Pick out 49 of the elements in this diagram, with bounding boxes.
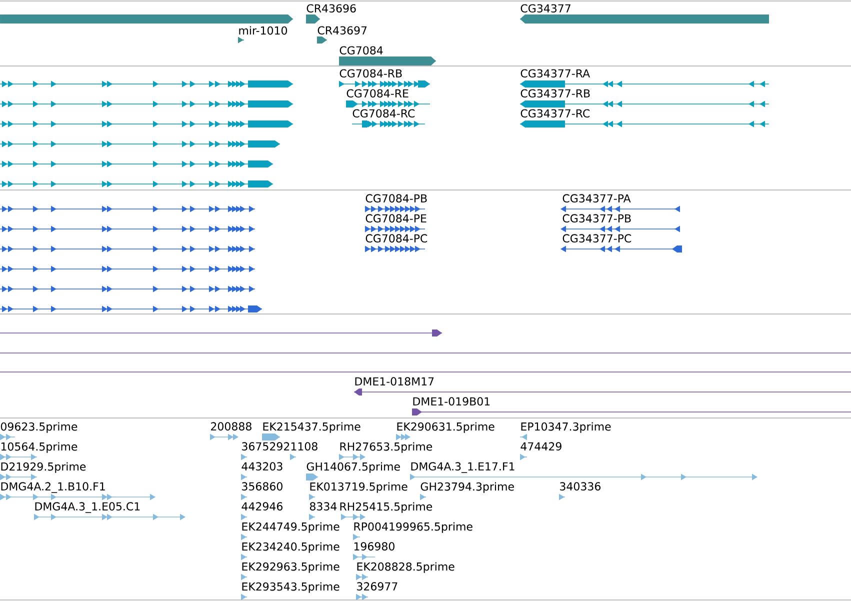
feature-label: EK013719.5prime: [310, 482, 408, 493]
feature-label: CG7084-RE: [346, 89, 408, 98]
feature-label: 326977: [357, 582, 398, 590]
feature-label: 196980: [354, 542, 394, 550]
feature-label: CG7084-PB: [366, 194, 427, 203]
feature-label: GH14067.5prime: [306, 462, 400, 473]
feature-label: CG34377-PB: [562, 214, 631, 223]
feature-label: 442946: [242, 502, 282, 510]
feature-label: EP10347.3prime: [521, 422, 611, 433]
feature-label: CG34377-PC: [562, 234, 632, 243]
feature-label: RH27653.5prime: [340, 442, 432, 453]
feature-label: 474429: [520, 442, 562, 451]
feature-label: CR43696: [306, 4, 356, 13]
feature-label: EK208828.5prime: [357, 562, 454, 573]
feature-label: CG34377: [520, 4, 570, 13]
feature-label: CG7084-RC: [352, 109, 415, 118]
feature-label: EK215437.5prime: [263, 422, 360, 433]
feature-label: CG7084: [340, 46, 383, 55]
feature-label: CG7084-RB: [340, 69, 402, 78]
feature-label: D21929.5prime: [1, 462, 86, 473]
feature-label: 8334: [310, 502, 337, 510]
feature-label: DME1-019B01: [413, 397, 490, 406]
feature-label: CR43697: [318, 26, 367, 35]
feature-label: 09623.5prime: [0, 422, 78, 433]
feature-label: CG7084-PC: [366, 234, 428, 243]
feature-label: DME1-018M17: [355, 377, 434, 386]
feature-label: EK290631.5prime: [397, 422, 494, 433]
feature-label: CG34377-RA: [520, 69, 590, 78]
feature-label: DMG4A.3_1.E17.F1: [411, 462, 514, 473]
feature-label: EK292963.5prime: [242, 562, 340, 573]
feature-label: GH23794.3prime: [420, 482, 514, 493]
feature-label: EK244749.5prime: [242, 522, 340, 533]
feature-label: 356860: [242, 482, 282, 491]
feature-label: EK234240.5prime: [242, 542, 340, 553]
feature-label: RP004199965.5prime: [354, 522, 472, 533]
feature-label: CG34377-PA: [562, 194, 631, 203]
feature-label: EK293543.5prime: [242, 582, 340, 593]
feature-label: mir-1010: [239, 26, 288, 35]
feature-label: DMG4A.3_1.E05.C1: [35, 502, 140, 513]
feature-label: CG34377-RB: [520, 89, 590, 98]
feature-label: RH25415.5prime: [340, 502, 432, 513]
feature-label: CG7084-PE: [366, 214, 426, 223]
feature-label: 10564.5prime: [1, 442, 78, 453]
feature-label: 443203: [242, 462, 282, 471]
feature-label: DMG4A.2_1.B10.F1: [1, 482, 105, 493]
feature-label: 36752921108: [242, 442, 318, 451]
feature-label: 200888: [211, 422, 252, 431]
feature-label: CG34377-RC: [520, 109, 590, 118]
feature-label: 340336: [560, 482, 600, 491]
